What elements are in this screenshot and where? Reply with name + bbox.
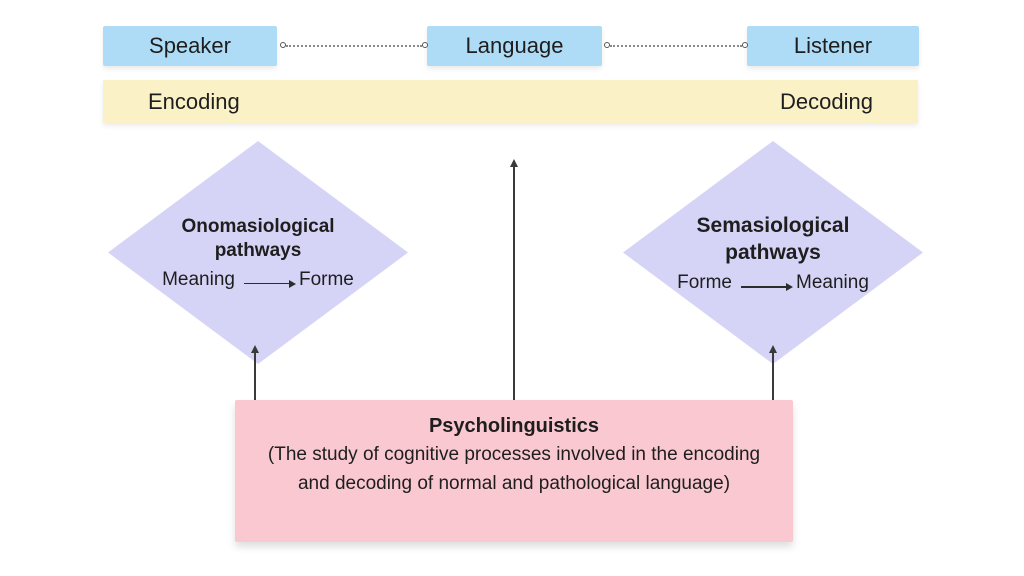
encoding-label: Encoding bbox=[148, 88, 240, 114]
connector-endpoint-icon bbox=[422, 42, 428, 48]
semasiological-pathway-row: Forme Meaning bbox=[623, 272, 923, 294]
speaker-label: Speaker bbox=[149, 33, 231, 58]
pathway-source-label: Forme bbox=[677, 271, 732, 293]
decoding-label: Decoding bbox=[780, 88, 873, 114]
psycholinguistics-definition-box: Psycholinguistics (The study of cognitiv… bbox=[235, 400, 793, 542]
definition-title: Psycholinguistics bbox=[428, 415, 600, 437]
right-arrow-icon bbox=[243, 280, 296, 287]
connector-endpoint-icon bbox=[742, 42, 748, 48]
language-listener-connector bbox=[604, 42, 748, 48]
language-label: Language bbox=[465, 33, 564, 58]
listener-box: Listener bbox=[747, 26, 919, 66]
onomasiological-pathway-row: Meaning Forme bbox=[108, 269, 408, 291]
up-arrow-to-onomasiological bbox=[251, 345, 259, 400]
up-arrow-to-semasiological bbox=[769, 345, 777, 400]
connector-endpoint-icon bbox=[604, 42, 610, 48]
speaker-language-connector bbox=[280, 42, 428, 48]
up-arrow-to-language bbox=[510, 159, 518, 400]
semasiological-diamond-text: Semasiological pathways Forme Meaning bbox=[623, 213, 923, 294]
onomasiological-title: Onomasiological pathways bbox=[181, 216, 335, 262]
pathway-source-label: Meaning bbox=[162, 268, 235, 290]
pathway-target-label: Forme bbox=[298, 268, 354, 290]
right-arrow-icon bbox=[741, 283, 793, 290]
onomasiological-diamond-text: Onomasiological pathways Meaning Forme bbox=[108, 215, 408, 291]
language-box: Language bbox=[427, 26, 602, 66]
connector-endpoint-icon bbox=[280, 42, 286, 48]
pathway-target-label: Meaning bbox=[796, 271, 869, 293]
encoding-decoding-bar: Encoding Decoding bbox=[103, 80, 918, 123]
speaker-box: Speaker bbox=[103, 26, 277, 66]
listener-label: Listener bbox=[793, 33, 873, 58]
semasiological-title: Semasiological pathways bbox=[696, 214, 850, 264]
definition-body: (The study of cognitive processes involv… bbox=[267, 444, 761, 494]
